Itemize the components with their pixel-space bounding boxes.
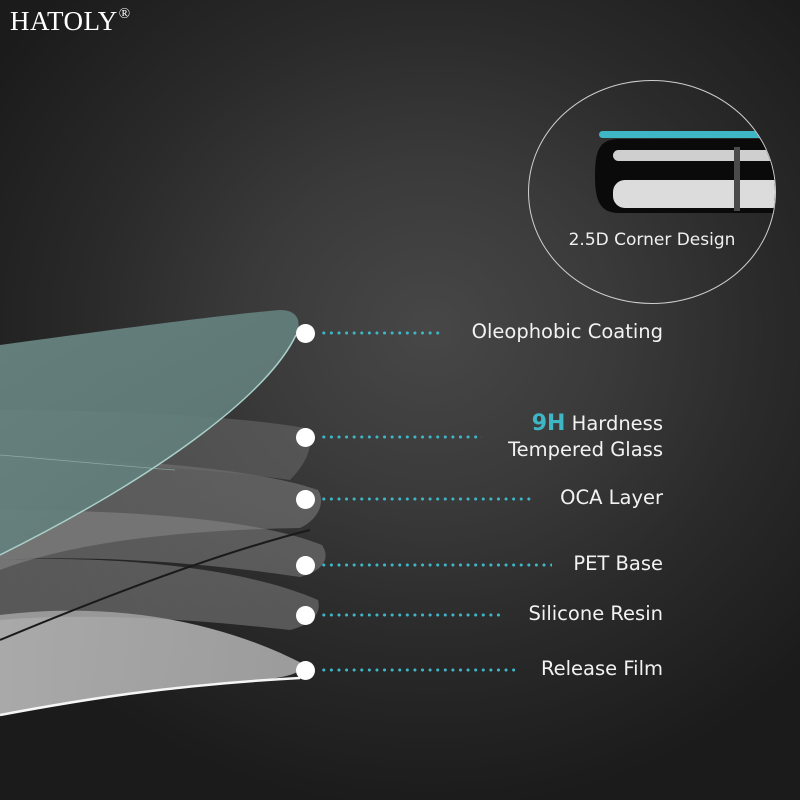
marker-dot xyxy=(296,324,315,343)
corner-design-inset: 2.5D Corner Design xyxy=(528,80,776,304)
marker-dot xyxy=(296,556,315,575)
callout-label: Oleophobic Coating xyxy=(471,320,663,343)
tempered-glass-text: Tempered Glass xyxy=(508,438,663,461)
brand-name: HATOLY xyxy=(10,6,118,36)
silicone-resin-layer xyxy=(0,559,319,630)
dotted-leader-line xyxy=(320,497,532,501)
brand-logo: HATOLY® xyxy=(10,6,131,37)
marker-dot xyxy=(296,428,315,447)
callout-label: Release Film xyxy=(540,657,663,680)
marker-dot xyxy=(296,490,315,509)
dotted-leader-line xyxy=(320,613,500,617)
dotted-leader-line xyxy=(320,331,442,335)
dotted-leader-line xyxy=(320,435,482,439)
oleophobic-coating-layer xyxy=(0,310,299,555)
corner-design-label: 2.5D Corner Design xyxy=(568,230,736,250)
callout-label: 9H Hardness Tempered Glass xyxy=(508,411,663,463)
marker-dot xyxy=(296,661,315,680)
hardness-highlight: 9H xyxy=(531,411,566,436)
callout-label: OCA Layer xyxy=(560,486,663,509)
hardness-text: Hardness xyxy=(571,412,663,435)
marker-dot xyxy=(296,606,315,625)
release-film-layer xyxy=(0,610,305,715)
callout-label: PET Base xyxy=(573,552,663,575)
dotted-leader-line xyxy=(320,668,515,672)
dotted-leader-line xyxy=(320,563,552,567)
registered-mark: ® xyxy=(118,6,131,22)
callout-label: Silicone Resin xyxy=(528,602,663,625)
screen-edge-closeup-icon xyxy=(595,131,775,213)
